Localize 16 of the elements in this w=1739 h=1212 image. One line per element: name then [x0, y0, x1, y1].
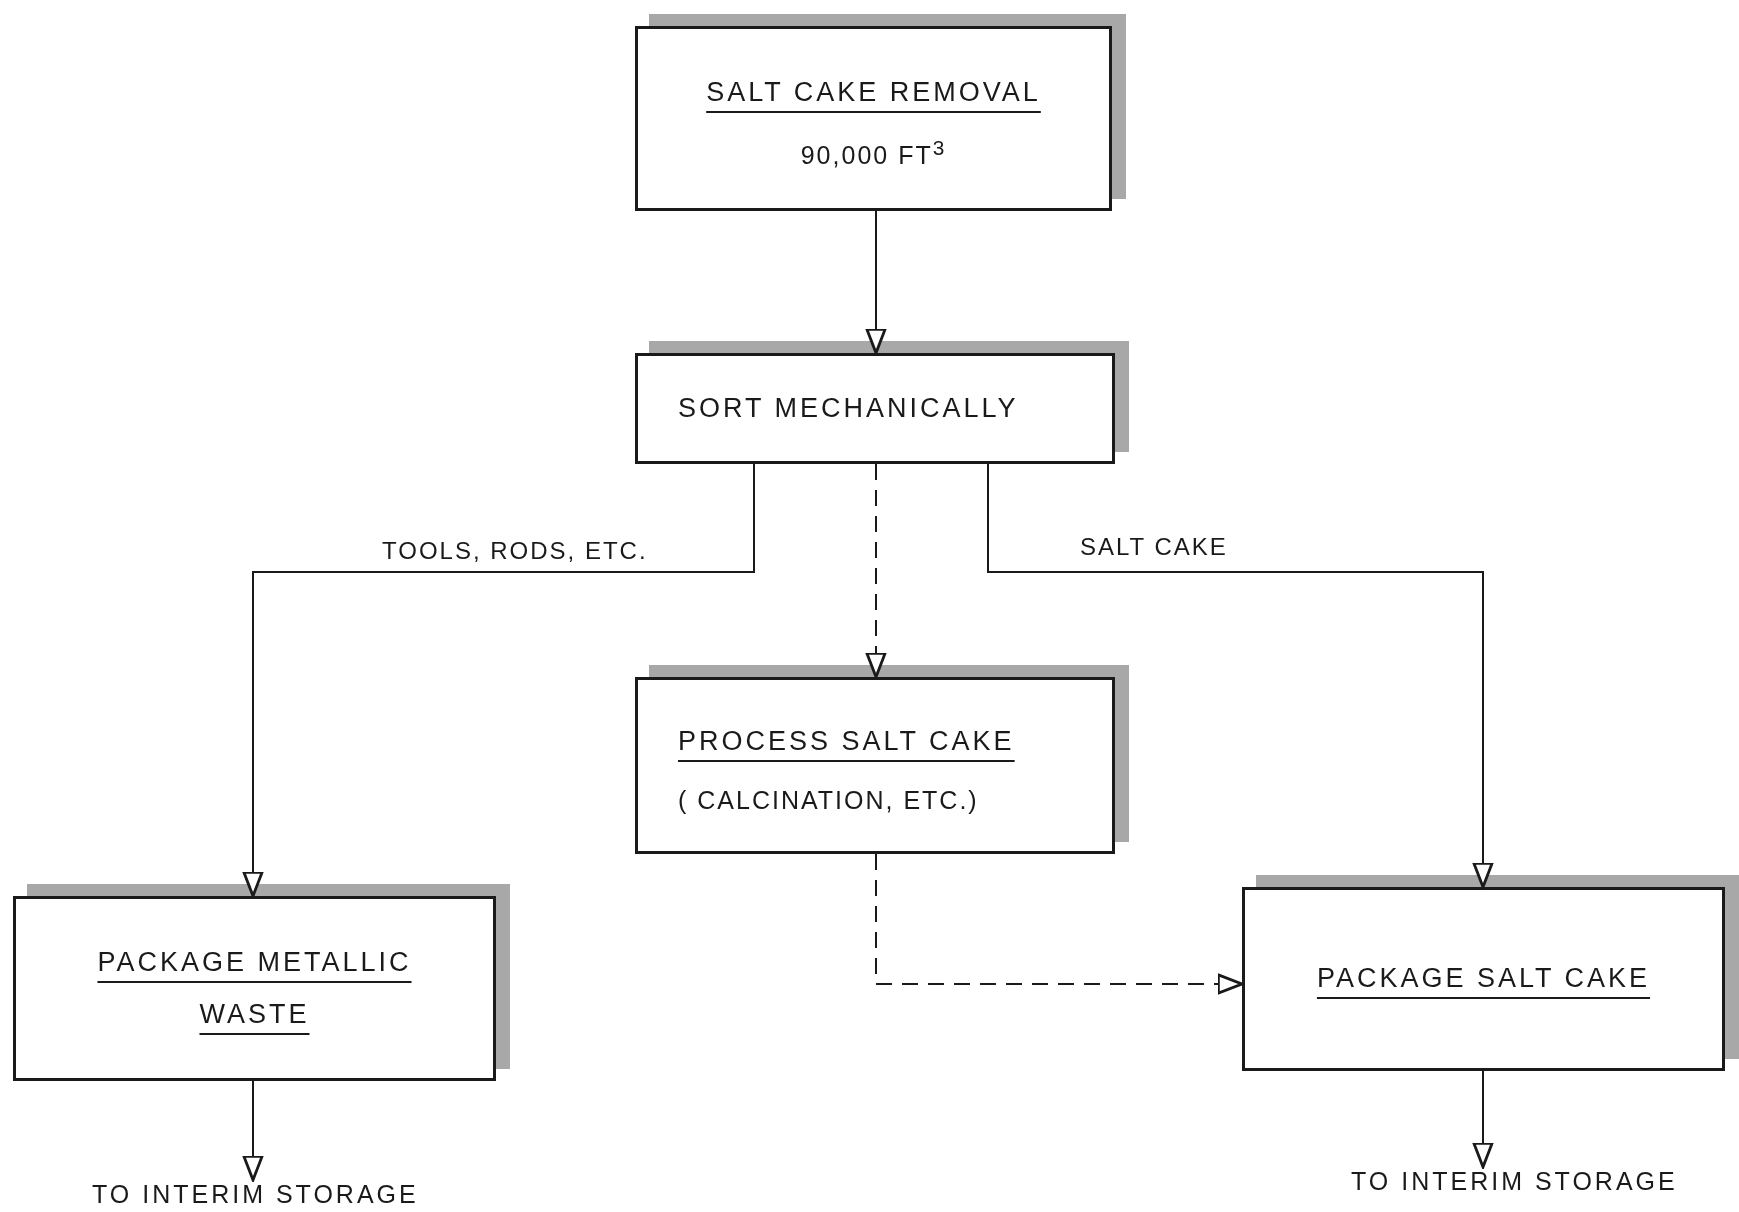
- arrow: [1472, 1070, 1494, 1169]
- box-heading: PROCESS SALT CAKE: [678, 725, 1015, 759]
- arrow: [242, 1080, 264, 1182]
- arrow: [242, 463, 755, 898]
- box-heading: SORT MECHANICALLY: [678, 391, 1019, 425]
- box-text: 90,000 FT$^{3}$: [800, 136, 947, 171]
- box-heading: SALT CAKE REMOVAL: [706, 75, 1041, 109]
- arrow: [865, 210, 887, 355]
- box-text: ( CALCINATION, ETC.): [678, 785, 979, 815]
- box-heading: PACKAGE SALT CAKE: [1316, 962, 1651, 996]
- arrow: [987, 463, 1494, 889]
- box-heading: PACKAGE METALLIC WASTE: [96, 946, 413, 1031]
- destination-label: TO INTERIM STORAGE: [1351, 1167, 1678, 1196]
- arrow: [875, 853, 1244, 995]
- destination-label: TO INTERIM STORAGE: [92, 1180, 419, 1209]
- arrow: [865, 463, 887, 679]
